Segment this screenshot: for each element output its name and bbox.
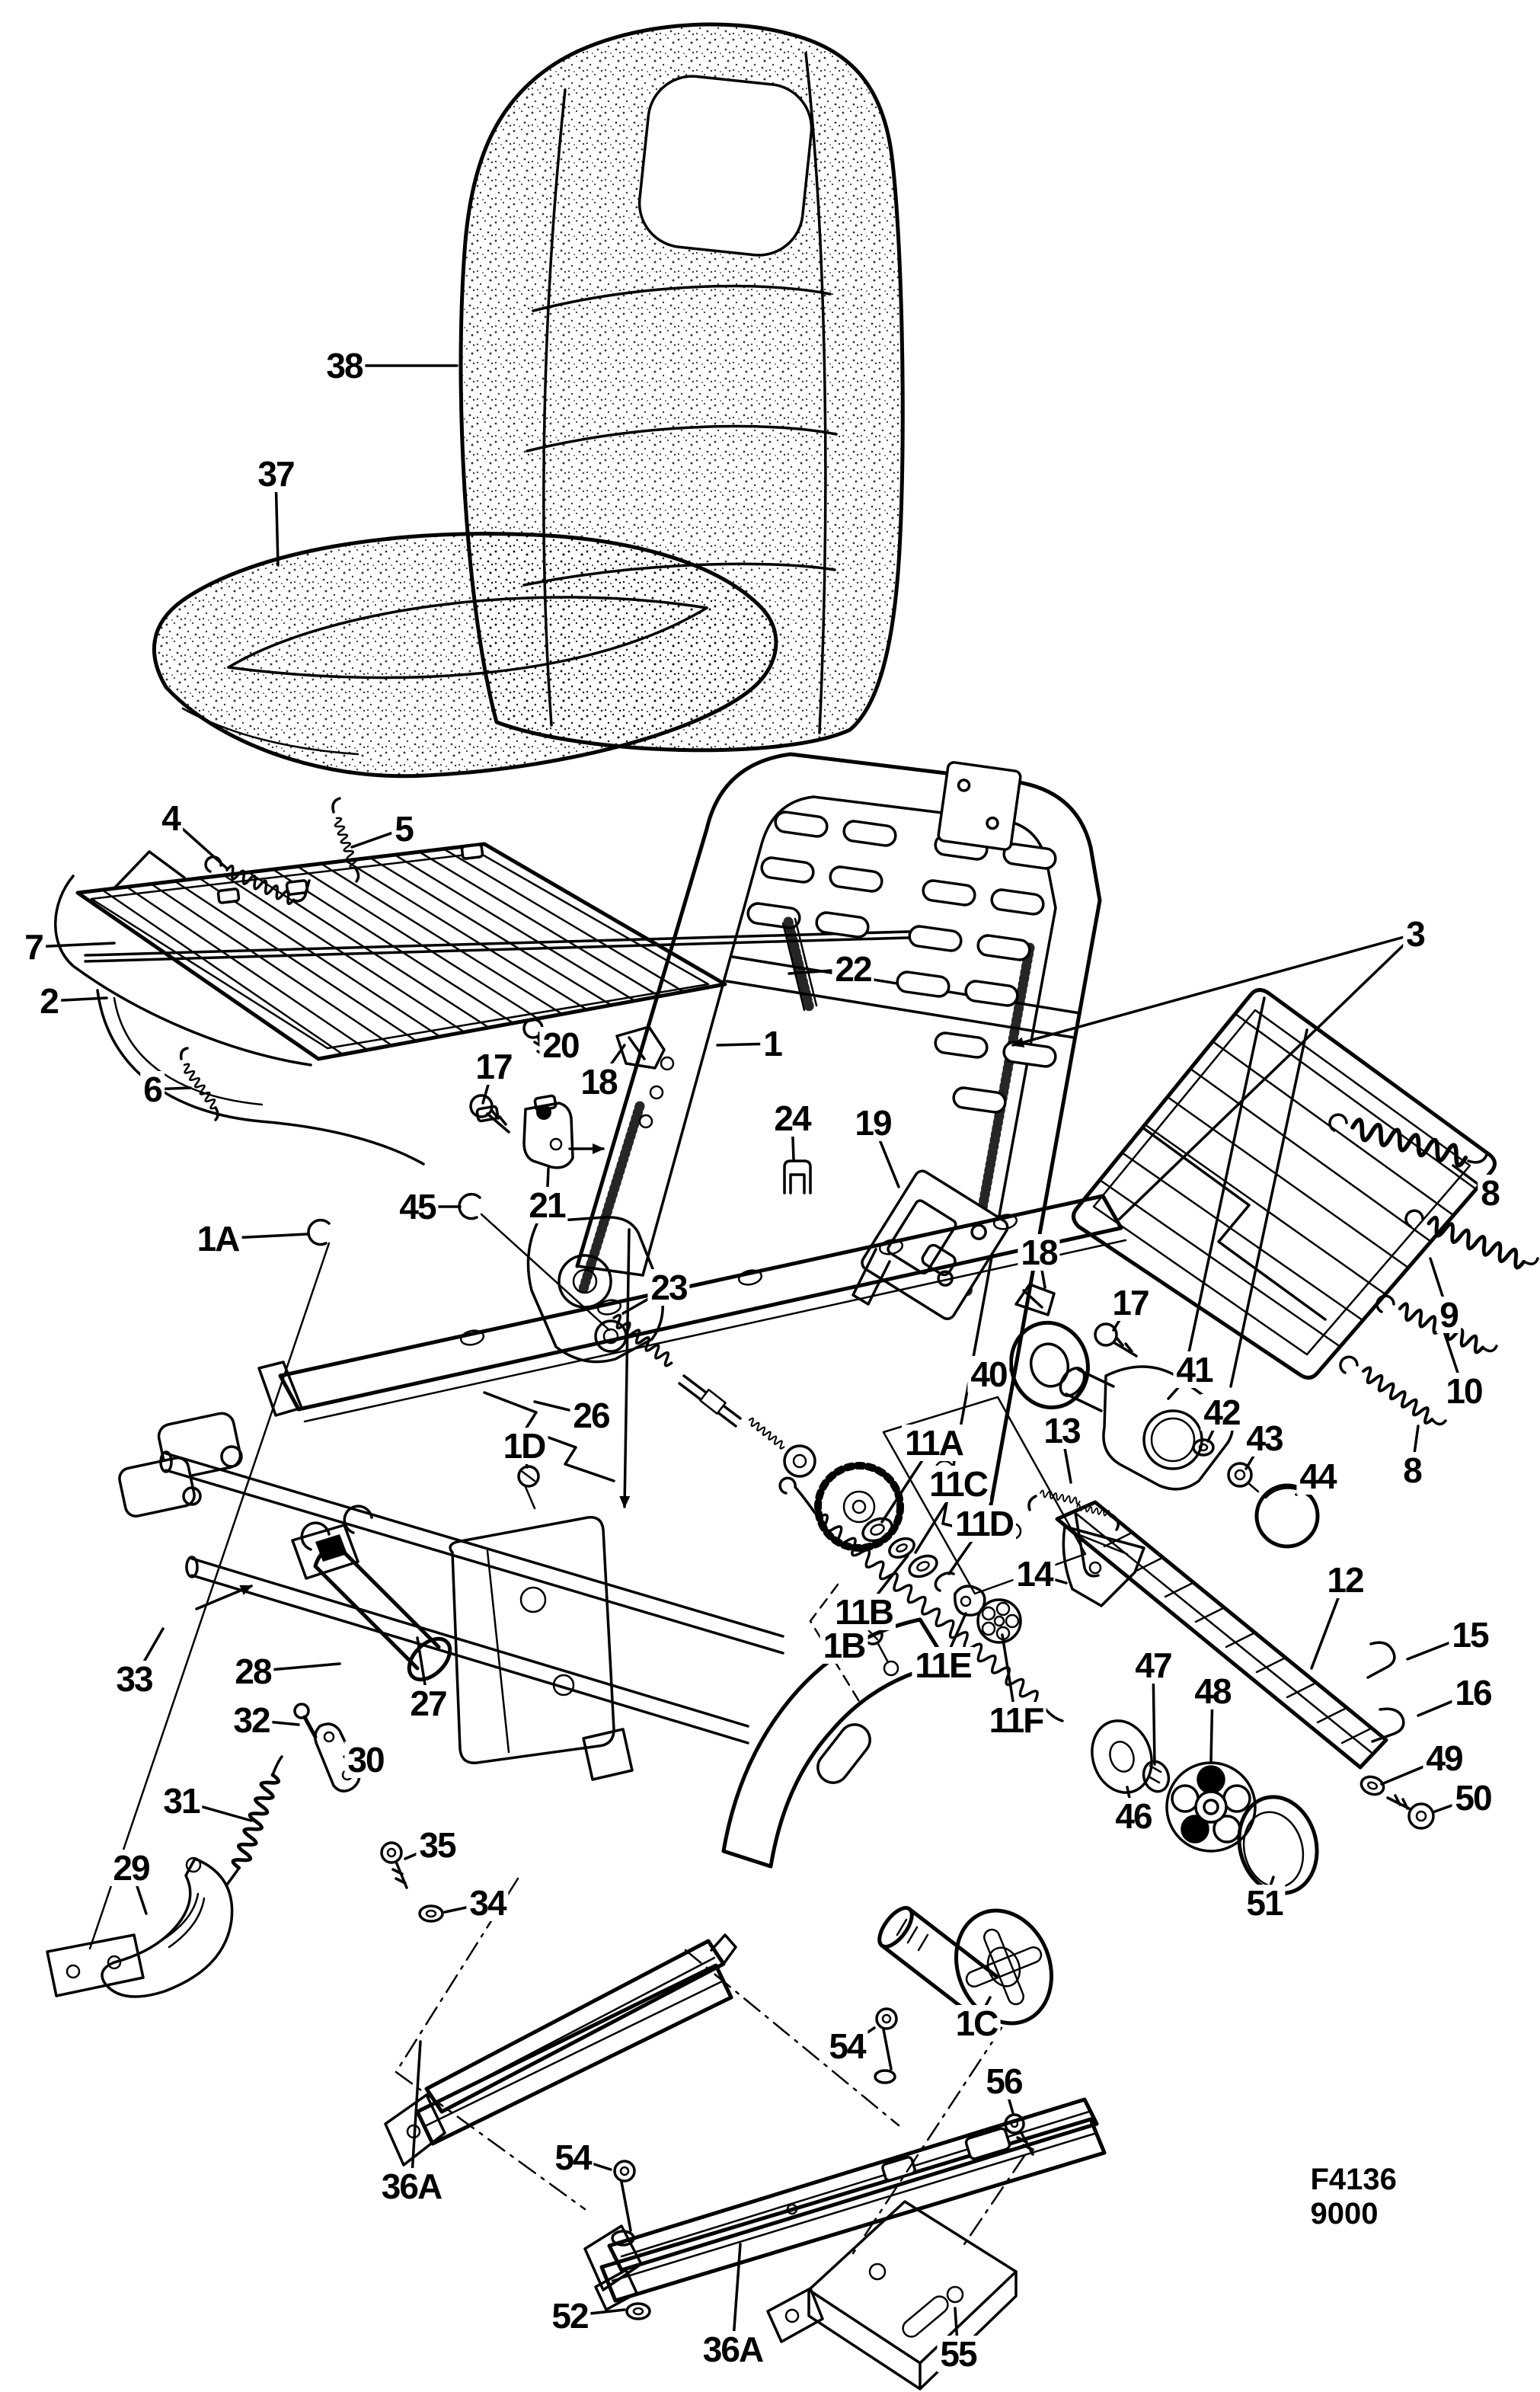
part-label-35: 35	[416, 1827, 458, 1863]
part-label-22: 22	[832, 951, 874, 987]
part-label-11D: 11D	[952, 1505, 1016, 1542]
leader-line-3	[1011, 932, 1417, 1048]
part-label-7: 7	[21, 929, 46, 965]
leader-line-3	[1118, 932, 1417, 1220]
part-label-44: 44	[1296, 1458, 1339, 1495]
part-label-1A: 1A	[193, 1220, 242, 1257]
part-label-1D: 1D	[500, 1428, 548, 1464]
part-label-34: 34	[466, 1885, 509, 1921]
part-label-2: 2	[37, 983, 61, 1019]
part-label-15: 15	[1449, 1617, 1491, 1653]
part-label-11F: 11F	[986, 1702, 1046, 1738]
part-label-28: 28	[232, 1653, 274, 1690]
part-label-18: 18	[1018, 1234, 1060, 1271]
backrest-spring-panel-art	[1072, 988, 1539, 1425]
part-label-26: 26	[570, 1397, 612, 1434]
part-label-11A: 11A	[902, 1425, 966, 1461]
part-label-30: 30	[344, 1741, 387, 1778]
part-label-16: 16	[1452, 1674, 1494, 1711]
leader-line-7	[32, 942, 116, 948]
hub-hardware-art	[1091, 1719, 1435, 1895]
part-label-41: 41	[1173, 1351, 1216, 1388]
part-label-55: 55	[937, 2336, 979, 2372]
part-label-11E: 11E	[912, 1647, 974, 1684]
part-label-31: 31	[160, 1783, 203, 1819]
part-label-23: 23	[647, 1269, 690, 1306]
part-label-52: 52	[548, 2298, 591, 2334]
part-label-13: 13	[1040, 1412, 1083, 1449]
part-label-8: 8	[1400, 1452, 1424, 1489]
part-label-12: 12	[1324, 1562, 1366, 1598]
part-label-5: 5	[391, 811, 416, 847]
part-label-45: 45	[396, 1188, 439, 1225]
part-label-56: 56	[982, 2063, 1025, 2099]
part-label-27: 27	[407, 1685, 449, 1722]
part-label-36A: 36A	[699, 2331, 766, 2368]
part-label-10: 10	[1443, 1373, 1485, 1409]
part-label-20: 20	[539, 1027, 582, 1063]
slide-rails-art	[380, 1841, 1107, 2390]
part-label-14: 14	[1013, 1556, 1056, 1592]
part-label-49: 49	[1423, 1740, 1465, 1776]
part-label-4: 4	[158, 800, 183, 836]
part-label-17: 17	[1109, 1284, 1152, 1321]
part-label-40: 40	[967, 1356, 1010, 1393]
side-trim-bar-art	[721, 1500, 1405, 1869]
part-label-21: 21	[526, 1187, 568, 1223]
part-label-9: 9	[1436, 1297, 1461, 1333]
part-label-42: 42	[1200, 1394, 1243, 1431]
part-label-33: 33	[113, 1661, 155, 1697]
figure-code: F4136 9000	[1310, 2163, 1464, 2231]
part-label-24: 24	[771, 1100, 813, 1137]
part-label-43: 43	[1243, 1420, 1286, 1457]
part-label-54: 54	[826, 2028, 868, 2064]
part-label-3: 3	[1403, 916, 1427, 952]
part-label-46: 46	[1112, 1798, 1155, 1834]
part-label-38: 38	[323, 347, 366, 384]
part-label-47: 47	[1132, 1647, 1174, 1684]
part-label-19: 19	[851, 1105, 894, 1141]
part-label-11B: 11B	[832, 1594, 896, 1630]
part-label-17: 17	[472, 1048, 515, 1085]
backrest-frame-art	[88, 752, 1138, 1950]
part-label-18: 18	[577, 1063, 620, 1100]
part-label-6: 6	[140, 1071, 165, 1108]
part-label-1B: 1B	[820, 1627, 868, 1664]
part-label-8: 8	[1478, 1175, 1502, 1211]
part-label-36A: 36A	[378, 2168, 445, 2205]
part-label-1C: 1C	[952, 2005, 1001, 2042]
part-label-50: 50	[1452, 1780, 1494, 1816]
leader-line-36A	[410, 2040, 422, 2188]
part-label-11C: 11C	[926, 1466, 990, 1502]
part-label-37: 37	[254, 456, 297, 492]
part-label-29: 29	[110, 1850, 152, 1886]
part-label-51: 51	[1243, 1885, 1286, 1921]
part-label-48: 48	[1191, 1673, 1234, 1709]
seat-cushion-art	[152, 532, 778, 779]
indicator-arrows	[195, 1143, 1026, 2255]
part-label-1: 1	[760, 1025, 784, 1062]
recliner-knob-art	[1009, 1320, 1320, 1549]
part-label-54: 54	[551, 2139, 594, 2176]
part-label-32: 32	[230, 1702, 273, 1738]
recliner-hardware-art	[809, 1396, 1145, 1708]
